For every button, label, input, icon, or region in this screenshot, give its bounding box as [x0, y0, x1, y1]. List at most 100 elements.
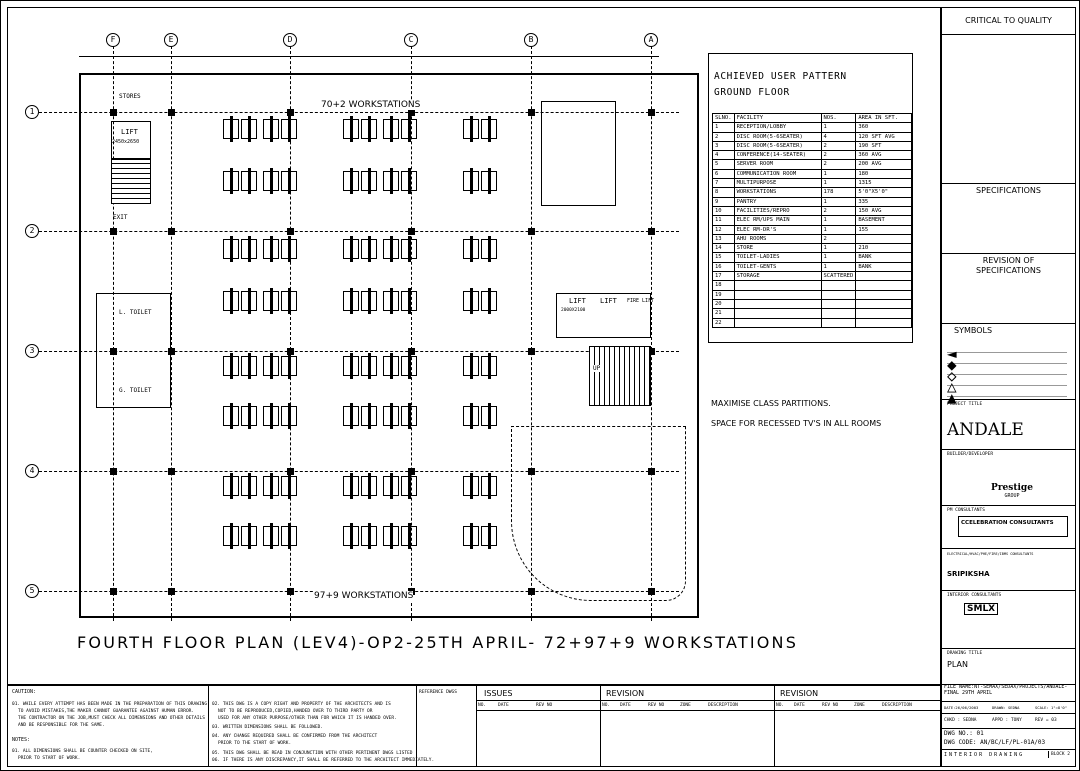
grid-bubble-B: B: [524, 33, 538, 47]
reference-dwgs: REFERENCE DWGS: [419, 690, 457, 695]
schedule-cell: 11: [712, 215, 735, 226]
stores-label: STORES: [119, 93, 141, 100]
schedule-cell: [820, 298, 857, 310]
schedule-cell: 120 SFT AVG: [855, 131, 912, 142]
notes-strip: CAUTION: 01. WHILE EVERY ATTEMPT HAS BEE…: [7, 685, 942, 767]
workstation-cluster: [481, 288, 497, 314]
note-5b: 06. IF THERE IS ANY DISCREPANCY,IT SHALL…: [212, 758, 435, 763]
workstation-cluster: [383, 288, 399, 314]
workstation-cluster: [263, 116, 279, 142]
structural-column: [287, 348, 294, 355]
workstation-cluster: [223, 168, 239, 194]
building-outline: [79, 73, 699, 618]
schedule-cell: 7: [712, 178, 735, 189]
workstation-cluster: [481, 236, 497, 262]
rev-revno: REV NO: [648, 703, 665, 708]
symbols-legend: ◄ ◆ ◇ △ ▲: [947, 344, 1067, 407]
rev2-zone: ZONE: [854, 703, 865, 708]
grid-bubble-1: 1: [25, 105, 39, 119]
builder-logo: Prestige: [991, 483, 1033, 493]
grid-line-A: [651, 41, 652, 621]
workstation-cluster: [263, 403, 279, 429]
grid-line-4: [39, 471, 679, 472]
schedule-row: 18: [712, 280, 912, 291]
schedule-header-cell: NOS.: [820, 112, 857, 124]
schedule-cell: 360: [855, 122, 912, 133]
schedule-cell: FACILITIES/REPRO: [733, 205, 822, 217]
workstation-cluster: [361, 523, 377, 549]
stair-right: [589, 346, 651, 406]
workstation-cluster: [223, 116, 239, 142]
structural-column: [110, 109, 117, 116]
workstation-field: [1, 1, 655, 595]
workstation-cluster: [281, 168, 297, 194]
builder-logo-sub: GROUP: [1004, 493, 1020, 499]
schedule-title: ACHIEVED USER PATTERN: [714, 71, 847, 82]
schedule-cell: [820, 289, 857, 300]
date-cell: DATE:26/06/2003: [944, 705, 979, 710]
schedule-subtitle: GROUND FLOOR: [714, 87, 790, 98]
lift-label: LIFT: [121, 128, 138, 136]
note-1b: PRIOR TO START OF WORK.: [18, 756, 81, 761]
grid-bubble-C: C: [404, 33, 418, 47]
workstation-cluster: [463, 523, 479, 549]
conference-room: [541, 101, 616, 206]
critical-to-quality: CRITICAL TO QUALITY: [965, 16, 1052, 25]
workstation-cluster: [343, 168, 359, 194]
note-partitions: MAXIMISE CLASS PARTITIONS.: [711, 399, 831, 408]
exit-label: EXIT: [113, 214, 128, 221]
grid-line-E: [171, 41, 172, 621]
grid-bubble-F: F: [106, 33, 120, 47]
schedule-cell: 360 AVG: [855, 150, 912, 161]
workstation-cluster: [223, 353, 239, 379]
schedule-cell: [855, 317, 912, 328]
schedule-cell: 15: [712, 252, 735, 263]
issues-date: DATE: [498, 703, 509, 708]
note-2: 02. THIS DWG IS A COPY RIGHT AND PROPERT…: [212, 702, 391, 707]
pm-label: PM CONSULTANTS: [947, 508, 985, 513]
schedule-cell: 2: [820, 233, 857, 245]
schedule-cell: SERVER ROOM: [733, 159, 822, 170]
schedule-cell: 1: [820, 196, 857, 207]
workstation-cluster: [263, 168, 279, 194]
schedule-cell: 1: [820, 122, 857, 133]
dwg-code: DWG CODE: AN/BC/LF/PL-01A/03: [944, 739, 1046, 746]
schedule-row: 19: [712, 289, 912, 300]
up-label: UP: [593, 365, 601, 372]
schedule-cell: 178: [820, 187, 857, 198]
workstation-cluster: [281, 288, 297, 314]
workstation-cluster: [401, 236, 417, 262]
title-panel: CRITICAL TO QUALITY SPECIFICATIONS REVIS…: [941, 7, 1076, 767]
workstation-cluster: [481, 473, 497, 499]
workstation-cluster: [463, 236, 479, 262]
schedule-cell: [820, 317, 857, 328]
workstation-cluster: [463, 168, 479, 194]
schedule-cell: PANTRY: [733, 196, 822, 207]
workstation-cluster: [263, 523, 279, 549]
note-recessed-tv: SPACE FOR RECESSED TV'S IN ALL ROOMS: [711, 419, 882, 428]
workstation-cluster: [263, 353, 279, 379]
schedule-cell: [820, 308, 857, 319]
workstation-cluster: [281, 523, 297, 549]
caution-1: 01. WHILE EVERY ATTEMPT HAS BEEN MADE IN…: [12, 702, 208, 707]
schedule-cell: DISC ROOM(5-6SEATER): [733, 131, 822, 142]
ws-top-label: 70+2 WORKSTATIONS: [321, 100, 421, 110]
grid-line-2: [39, 231, 679, 232]
workstation-cluster: [361, 353, 377, 379]
structural-column: [168, 468, 175, 475]
schedule-cell: BASEMENT: [855, 215, 912, 226]
workstation-cluster: [463, 288, 479, 314]
caution-2: TO AVOID MISTAKES,THE MAKER CANNOT GUARA…: [18, 709, 195, 714]
stair-core: [111, 159, 151, 204]
structural-column: [648, 348, 655, 355]
drawn-cell: DRAWN: SEDNA: [992, 705, 1020, 710]
caution-label: CAUTION:: [12, 689, 37, 695]
toilet-gents-label: G. TOILET: [119, 387, 152, 394]
workstation-cluster: [481, 116, 497, 142]
